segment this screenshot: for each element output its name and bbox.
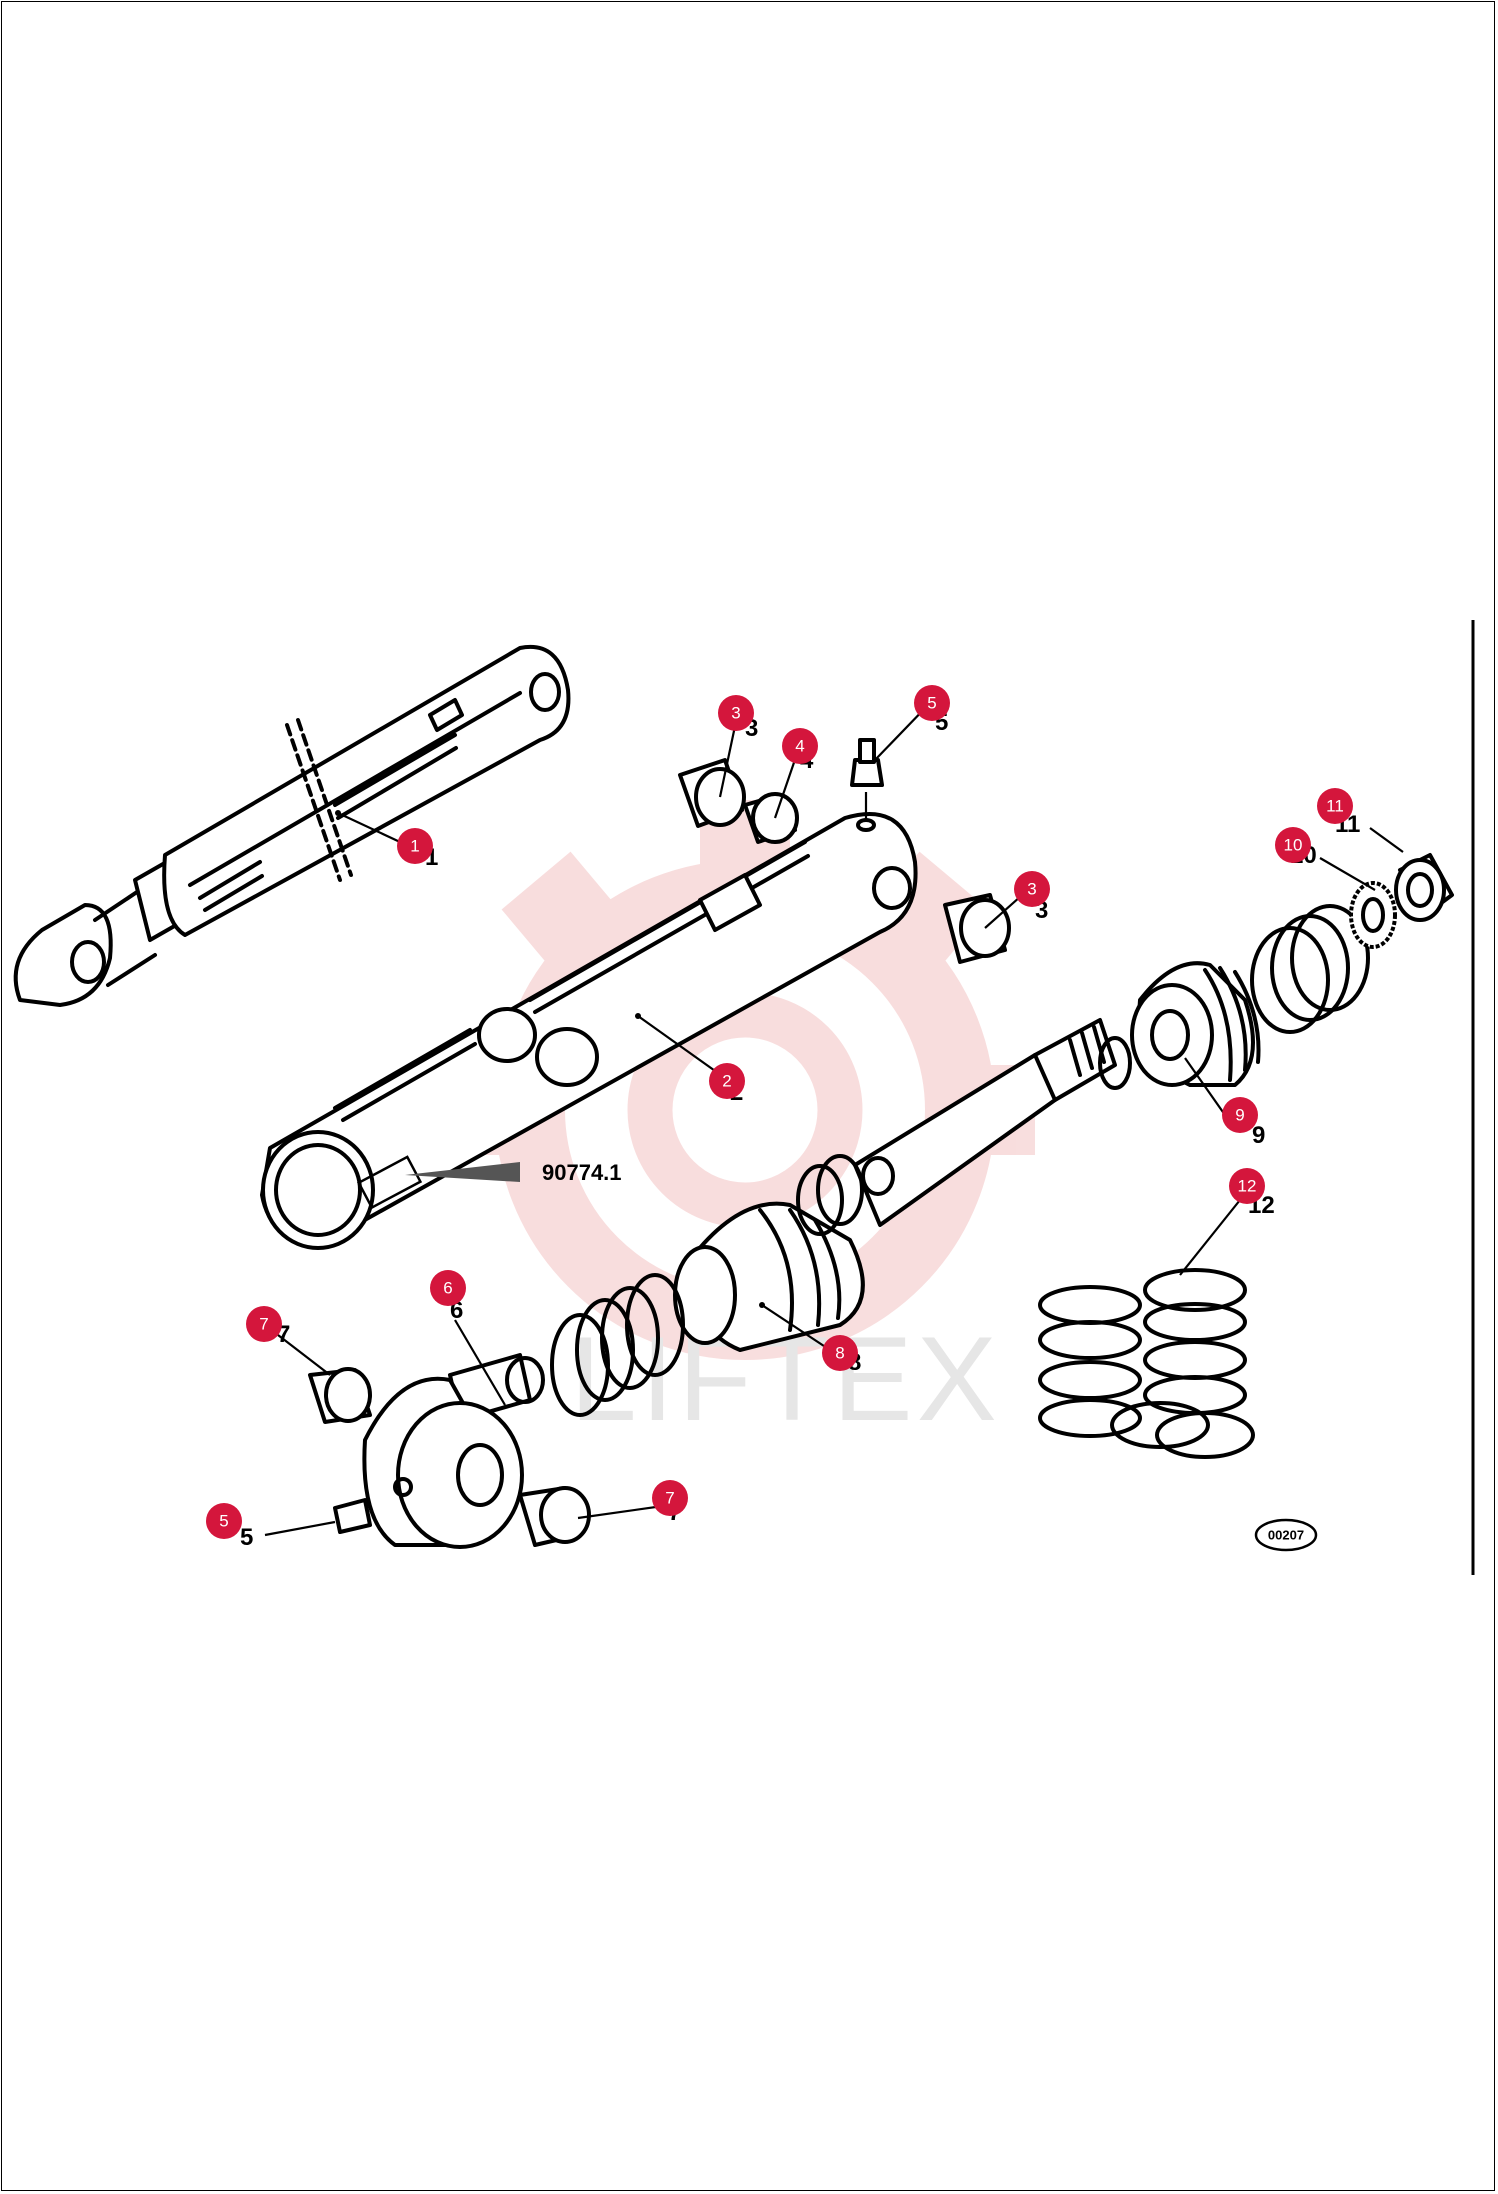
callout-badge-3a-label: 3 [731,704,740,723]
callout-badge-1[interactable]: 1 [397,828,433,864]
part-number-9: 9 [1252,1122,1265,1149]
part-3-bush-right [943,887,1031,964]
callout-badge-2[interactable]: 2 [709,1063,745,1099]
callout-badge-10-label: 10 [1284,836,1303,855]
callout-badge-10[interactable]: 10 [1275,827,1311,863]
part-5-grease-nipple-bottom [264,1489,401,1537]
part-12-seal-kit [1038,1199,1255,1459]
part-8-seal-rings [550,1036,1132,1417]
part-9-seal-ring [1250,904,1370,1034]
callout-badge-6-label: 6 [443,1279,452,1298]
callout-badge-12[interactable]: 12 [1229,1168,1265,1204]
callout-badge-5b[interactable]: 5 [206,1503,242,1539]
callout-badge-6[interactable]: 6 [430,1270,466,1306]
label-reference-number: 90774.1 [542,1160,622,1185]
callout-badge-8[interactable]: 8 [822,1335,858,1371]
callout-badge-11[interactable]: 11 [1317,788,1353,824]
callout-badge-7b-label: 7 [665,1489,674,1508]
callout-badge-12-label: 12 [1238,1177,1257,1196]
part-7-bush-right [518,1486,671,1547]
callout-badge-11-label: 11 [1326,797,1344,816]
callout-badge-3b-label: 3 [1027,880,1036,899]
part-number-5b: 5 [240,1524,253,1551]
callout-badge-5a[interactable]: 5 [914,685,950,721]
part-8-piston-rod [673,1018,1117,1352]
callout-badge-3a[interactable]: 3 [718,695,754,731]
part-6-clevis [362,1319,545,1549]
part-7-bush-left [277,1334,372,1424]
part-4-bush [743,744,802,844]
callout-badge-2-label: 2 [722,1072,731,1091]
part-9-piston [1130,961,1261,1116]
callout-badge-3b[interactable]: 3 [1014,871,1050,907]
callout-badge-7a-label: 7 [259,1315,268,1334]
callout-badge-7b[interactable]: 7 [652,1480,688,1516]
callout-badge-9-label: 9 [1235,1106,1244,1125]
callout-badge-7a[interactable]: 7 [246,1306,282,1342]
callout-badge-4-label: 4 [795,737,804,756]
callout-badge-5b-label: 5 [219,1512,228,1531]
drawing-code-text: 00207 [1268,1528,1304,1543]
callout-badge-9[interactable]: 9 [1222,1097,1258,1133]
drawing-code-badge: 00207 [1254,1518,1318,1552]
callout-badge-1-label: 1 [410,837,419,856]
callout-badge-5a-label: 5 [927,694,936,713]
callout-badge-8-label: 8 [835,1344,844,1363]
part-11-nut [1369,827,1454,922]
part-2-cylinder-barrel [260,812,918,1250]
part-5-grease-nipple-top [850,702,931,832]
part-10-lock-washer [1319,857,1397,949]
callout-badge-4[interactable]: 4 [782,728,818,764]
part-3-bush-top [678,711,746,828]
part-1-cylinder-assembly [13,644,571,1007]
